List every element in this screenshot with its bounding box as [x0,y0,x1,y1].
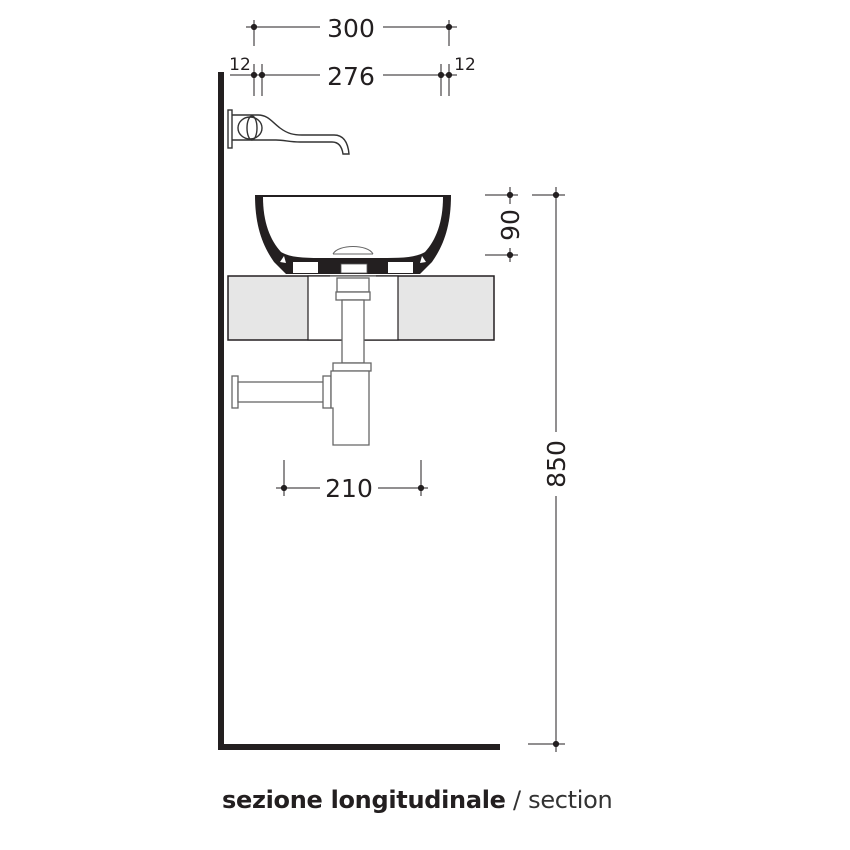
caption-title: sezione longitudinale [222,786,506,814]
dim-210-label: 210 [325,474,373,503]
dim-90 [485,187,518,262]
wall [218,72,224,750]
wall-and-floor [218,72,500,750]
dim-12-right-label: 12 [454,55,476,75]
dim-300 [246,20,457,46]
dim-850 [528,187,565,752]
floor [218,744,500,750]
dim-276 [230,64,457,96]
dim-90-label: 90 [496,209,525,241]
caption-separator: / [512,786,521,814]
dim-210 [276,460,428,496]
faucet-icon [227,109,350,155]
caption-subtitle: section [528,786,613,814]
dim-850-label: 850 [542,440,571,488]
basin [255,195,451,277]
dim-276-label: 276 [327,62,375,91]
dim-12-left-label: 12 [229,55,251,75]
drain-trap [231,277,372,446]
dim-300-label: 300 [327,14,375,43]
drawing-caption: sezione longitudinale / section [222,786,613,814]
